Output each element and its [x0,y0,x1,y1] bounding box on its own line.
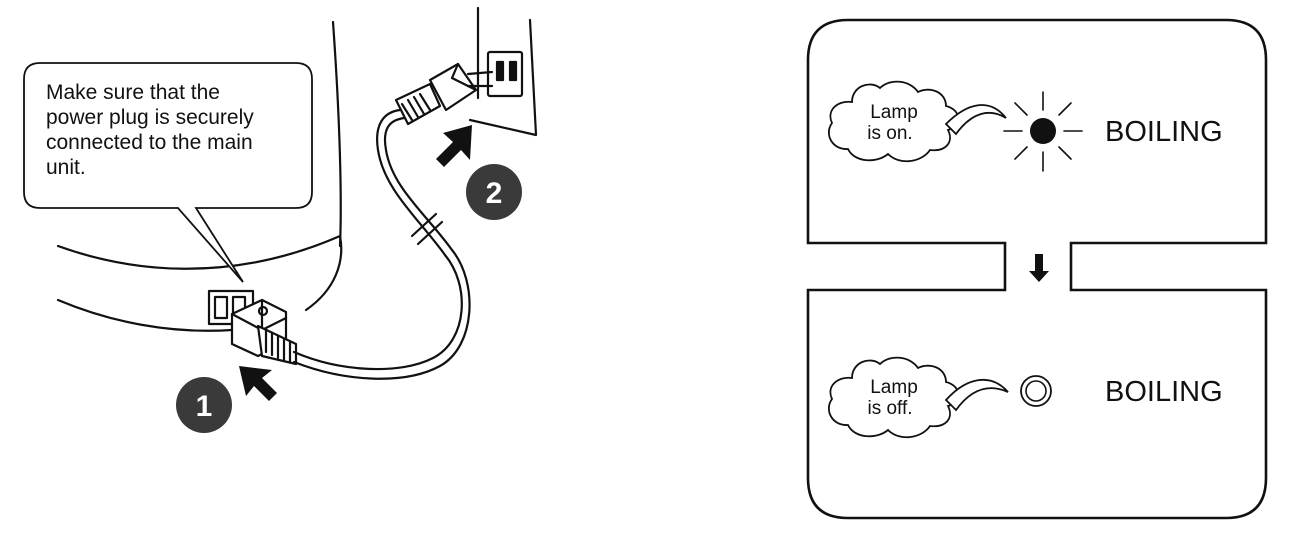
step-number: 2 [486,177,503,210]
thought-bubble [827,356,960,439]
indicator-label: BOILING [1105,376,1223,408]
appliance-connector [230,298,298,366]
bubble-text-line1: Lamp [870,102,918,123]
main-unit-body [331,20,342,248]
main-unit-base-top [56,234,342,270]
down-arrow-icon [1029,254,1049,282]
callout-text: Make sure that the power plug is securel… [46,80,316,180]
wall-outlet [486,50,524,98]
push-arrow-icon [436,125,472,167]
power-plug-illustration [56,6,538,380]
indicator-lamp-unlit-icon [1020,375,1052,407]
bubble-text-line2: is off. [867,398,912,419]
bubble-text-line2: is on. [867,123,912,144]
main-unit-base-side [304,234,343,312]
bubble-text-line1: Lamp [870,377,918,398]
main-unit-base-bottom [56,298,234,332]
wall-corner [468,18,538,137]
wall-plug [394,62,494,126]
indicator-panel-frame [806,18,1268,520]
state-lamp-on: Lamp is on. BOILING [827,80,1223,172]
power-cord [292,108,463,371]
state-lamp-off: Lamp is off. BOILING [827,356,1223,439]
bubble-tail [944,378,1009,412]
push-arrow-icon [239,366,277,401]
callout-line: power plug is securely [46,106,254,129]
step-badge-1: 1 [176,377,232,433]
callout-line: connected to the main [46,131,253,154]
callout-line: unit. [46,156,86,179]
callout-line: Make sure that the [46,81,220,104]
indicator-lamp-lit-icon [1003,91,1083,172]
callout-box [23,62,313,283]
cord-break-mark [410,212,444,246]
indicator-label: BOILING [1105,116,1223,148]
step-number: 1 [196,390,213,423]
bubble-tail [944,104,1007,136]
thought-bubble [827,80,960,163]
step-badge-2: 2 [466,164,522,220]
